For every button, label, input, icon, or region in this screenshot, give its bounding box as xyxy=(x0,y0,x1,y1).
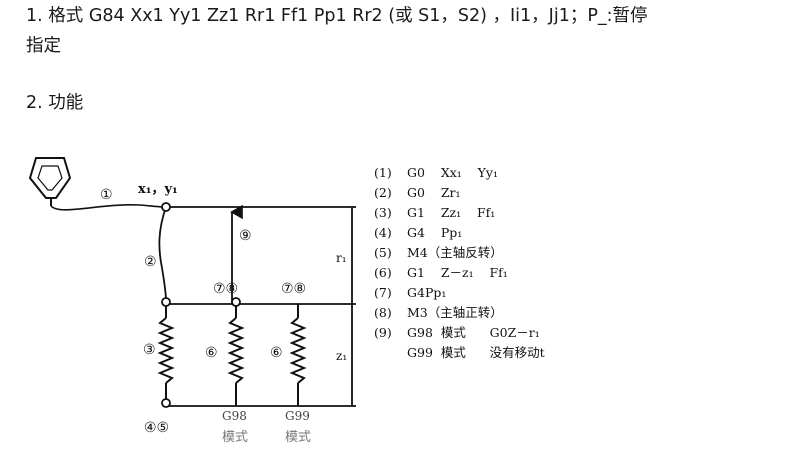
mark-3: ③ xyxy=(143,342,156,358)
step-number: (7) xyxy=(374,285,392,300)
step-command: G0 Xx₁ Yy₁ xyxy=(407,165,498,180)
step-command: M3（主轴正转） xyxy=(407,305,503,320)
point-label: x₁，y₁ xyxy=(138,182,178,197)
step-number: (2) xyxy=(374,185,392,200)
g99-code: G99 xyxy=(285,409,310,423)
step-command: G1 Z－z₁ Ff₁ xyxy=(407,265,508,280)
point-r-left xyxy=(161,297,171,307)
mark-4-5: ④⑤ xyxy=(144,420,169,436)
step-command: G0 Zr₁ xyxy=(407,185,461,200)
function-heading: 2. 功能 xyxy=(26,93,84,113)
step-command: G1 Zz₁ Ff₁ xyxy=(407,205,495,220)
tap-spring-left xyxy=(157,317,175,384)
mark-9: ⑨ xyxy=(239,228,252,244)
tap-spring-g99 xyxy=(289,317,307,384)
step-command: G98 模式 G0Z－r₁ xyxy=(407,325,540,340)
g99-mode: 模式 xyxy=(285,430,311,445)
g98-code: G98 xyxy=(222,409,247,423)
rapid-path-1 xyxy=(50,204,167,211)
step-number: (6) xyxy=(374,265,392,280)
g98-mode: 模式 xyxy=(222,430,248,445)
step-command: G99 模式 没有移动t xyxy=(407,345,545,360)
step-number: (4) xyxy=(374,225,392,240)
step-number: (8) xyxy=(374,305,392,320)
step-list: (1) G0 Xx₁ Yy₁ (2) G0 Zr₁ (3) G1 Zz₁ Ff₁ (4) G4… xyxy=(374,165,545,360)
step-number: (1) xyxy=(374,165,392,180)
rapid-down-path xyxy=(158,206,167,302)
step-command: M4（主轴反转） xyxy=(407,245,503,260)
step-number: (3) xyxy=(374,205,392,220)
format-line-continuation: 指定 xyxy=(26,36,61,56)
tool-icon xyxy=(28,157,72,206)
mark-2: ② xyxy=(144,254,157,270)
format-line: 1. 格式 G84 Xx1 Yy1 Zz1 Rr1 Ff1 Pp1 Rr2 (或… xyxy=(26,6,648,26)
mark-1: ① xyxy=(100,187,113,203)
point-bottom xyxy=(161,398,171,408)
point-initial xyxy=(161,202,171,212)
dim-r-label: r₁ xyxy=(336,251,347,265)
mark-6-b: ⑥ xyxy=(270,345,283,361)
point-r-mid xyxy=(231,297,241,307)
tap-spring-g98 xyxy=(227,317,245,384)
mark-7-8-a: ⑦⑧ xyxy=(213,281,238,297)
step-command: G4 Pp₁ xyxy=(407,225,462,240)
step-number: (5) xyxy=(374,245,392,260)
mark-6-a: ⑥ xyxy=(205,345,218,361)
mark-7-8-b: ⑦⑧ xyxy=(281,281,306,297)
step-command: G4Pp₁ xyxy=(407,285,446,300)
dim-z-label: z₁ xyxy=(336,349,347,363)
step-number: (9) xyxy=(374,325,392,340)
